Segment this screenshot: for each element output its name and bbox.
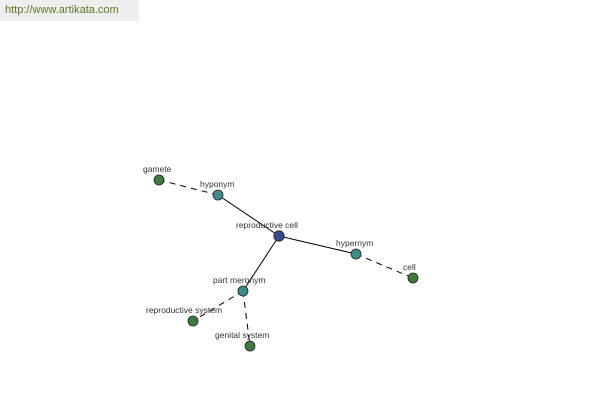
node-reproductive-cell[interactable] (273, 230, 285, 242)
node-hyponym[interactable] (212, 189, 224, 201)
label-reproductive-system: reproductive system (146, 305, 222, 315)
node-part-meronym[interactable] (237, 285, 249, 297)
graph-labels: reproductive cell hyponym hypernym part mer… (143, 164, 416, 340)
label-hypernym: hypernym (336, 238, 373, 248)
graph-nodes (153, 174, 419, 352)
node-reproductive-system[interactable] (187, 315, 199, 327)
label-part-meronym: part meronym (213, 275, 265, 285)
edge-reproductive-cell-to-hyponym (217, 194, 280, 237)
label-gamete: gamete (143, 164, 172, 174)
node-cell[interactable] (407, 272, 419, 284)
watermark-banner: http://www.artikata.com (0, 0, 139, 21)
edge-part-meronym-to-reproductive-system (192, 290, 244, 322)
edge-reproductive-cell-to-part-meronym (242, 235, 280, 292)
edge-reproductive-cell-to-hypernym (278, 235, 357, 255)
node-gamete[interactable] (153, 174, 165, 186)
node-genital-system[interactable] (244, 340, 256, 352)
graph-edges (158, 179, 414, 347)
label-cell: cell (403, 262, 416, 272)
label-genital-system: genital system (215, 330, 269, 340)
node-hypernym[interactable] (350, 248, 362, 260)
watermark-link[interactable]: http://www.artikata.com (5, 4, 119, 16)
edge-part-meronym-to-genital-system (242, 290, 251, 347)
label-hyponym: hyponym (200, 179, 235, 189)
label-reproductive-cell: reproductive cell (236, 220, 298, 230)
